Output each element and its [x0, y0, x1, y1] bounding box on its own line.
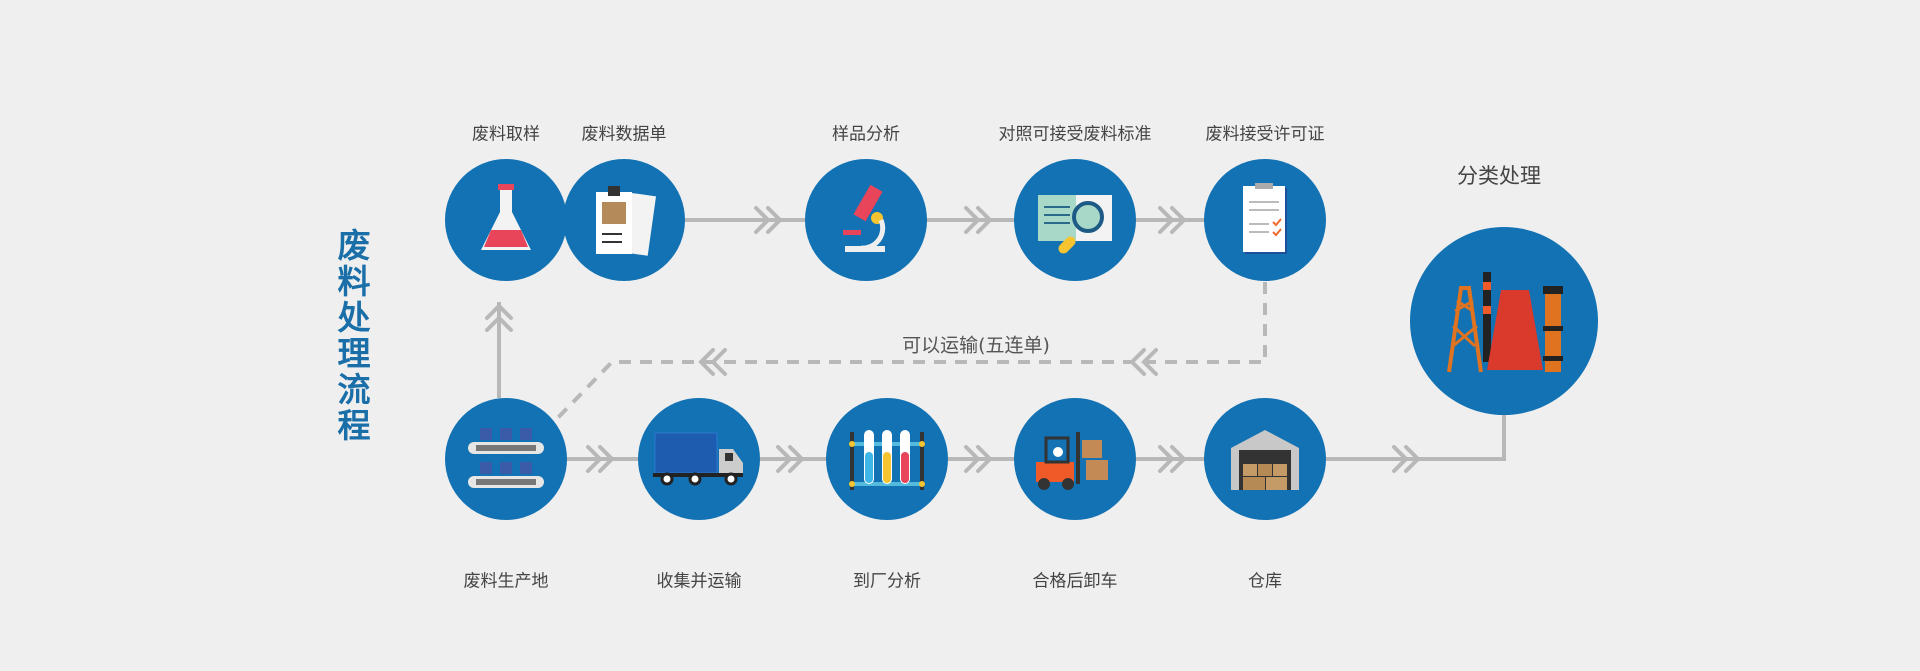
clipboard-icon: [596, 186, 657, 256]
flask-icon: [481, 184, 531, 250]
factory-icon: [1447, 272, 1563, 373]
dashed-path-label: 可以运输(五连单): [902, 334, 1050, 357]
final-step-label: 分类处理: [1457, 164, 1541, 188]
step-sample-analysis: [805, 159, 927, 281]
step-warehouse: [1204, 398, 1326, 520]
step-plant-analysis: [826, 398, 948, 520]
double-chevron-right-icon: [754, 206, 783, 234]
step-label: 废料取样: [472, 124, 540, 145]
test-tubes-icon: [849, 430, 925, 490]
step-waste-sampling: [445, 159, 567, 281]
warehouse-icon: [1231, 430, 1299, 490]
permit-document-icon: [1243, 183, 1287, 254]
step-label: 合格后卸车: [1032, 571, 1118, 592]
step-waste-acceptance-permit: [1204, 159, 1326, 281]
step-label: 废料生产地: [463, 571, 549, 592]
step-label: 到厂分析: [853, 571, 921, 592]
step-label: 废料接受许可证: [1205, 124, 1325, 145]
double-chevron-right-icon: [1392, 445, 1421, 473]
double-chevron-right-icon: [964, 206, 993, 234]
step-unload-after-approval: [1014, 398, 1136, 520]
connector-line: [1326, 415, 1506, 461]
step-classified-treatment: [1410, 227, 1598, 415]
conveyor-icon: [468, 428, 544, 488]
double-chevron-up-icon: [485, 303, 513, 332]
step-label: 仓库: [1248, 571, 1282, 592]
page-title: 废料处理流程: [337, 226, 371, 445]
double-chevron-right-icon: [964, 445, 993, 473]
microscope-icon: [843, 184, 886, 252]
double-chevron-left-icon: [698, 348, 727, 376]
step-collect-and-transport: [638, 398, 760, 520]
step-compare-acceptable-standard: [1014, 159, 1136, 281]
double-chevron-right-icon: [1158, 206, 1187, 234]
truck-icon: [653, 432, 743, 486]
step-label: 样品分析: [832, 124, 900, 145]
double-chevron-right-icon: [776, 445, 805, 473]
step-waste-data-sheet: [563, 159, 685, 281]
step-label: 收集并运输: [656, 571, 742, 592]
forklift-icon: [1036, 432, 1108, 490]
magnifier-book-icon: [1038, 195, 1112, 254]
double-chevron-right-icon: [1158, 445, 1187, 473]
double-chevron-right-icon: [586, 445, 615, 473]
step-label: 废料数据单: [581, 124, 667, 145]
double-chevron-left-icon: [1129, 348, 1158, 376]
dashed-connector: [546, 282, 1267, 430]
step-waste-origin: [445, 398, 567, 520]
step-label: 对照可接受废料标准: [998, 124, 1152, 145]
